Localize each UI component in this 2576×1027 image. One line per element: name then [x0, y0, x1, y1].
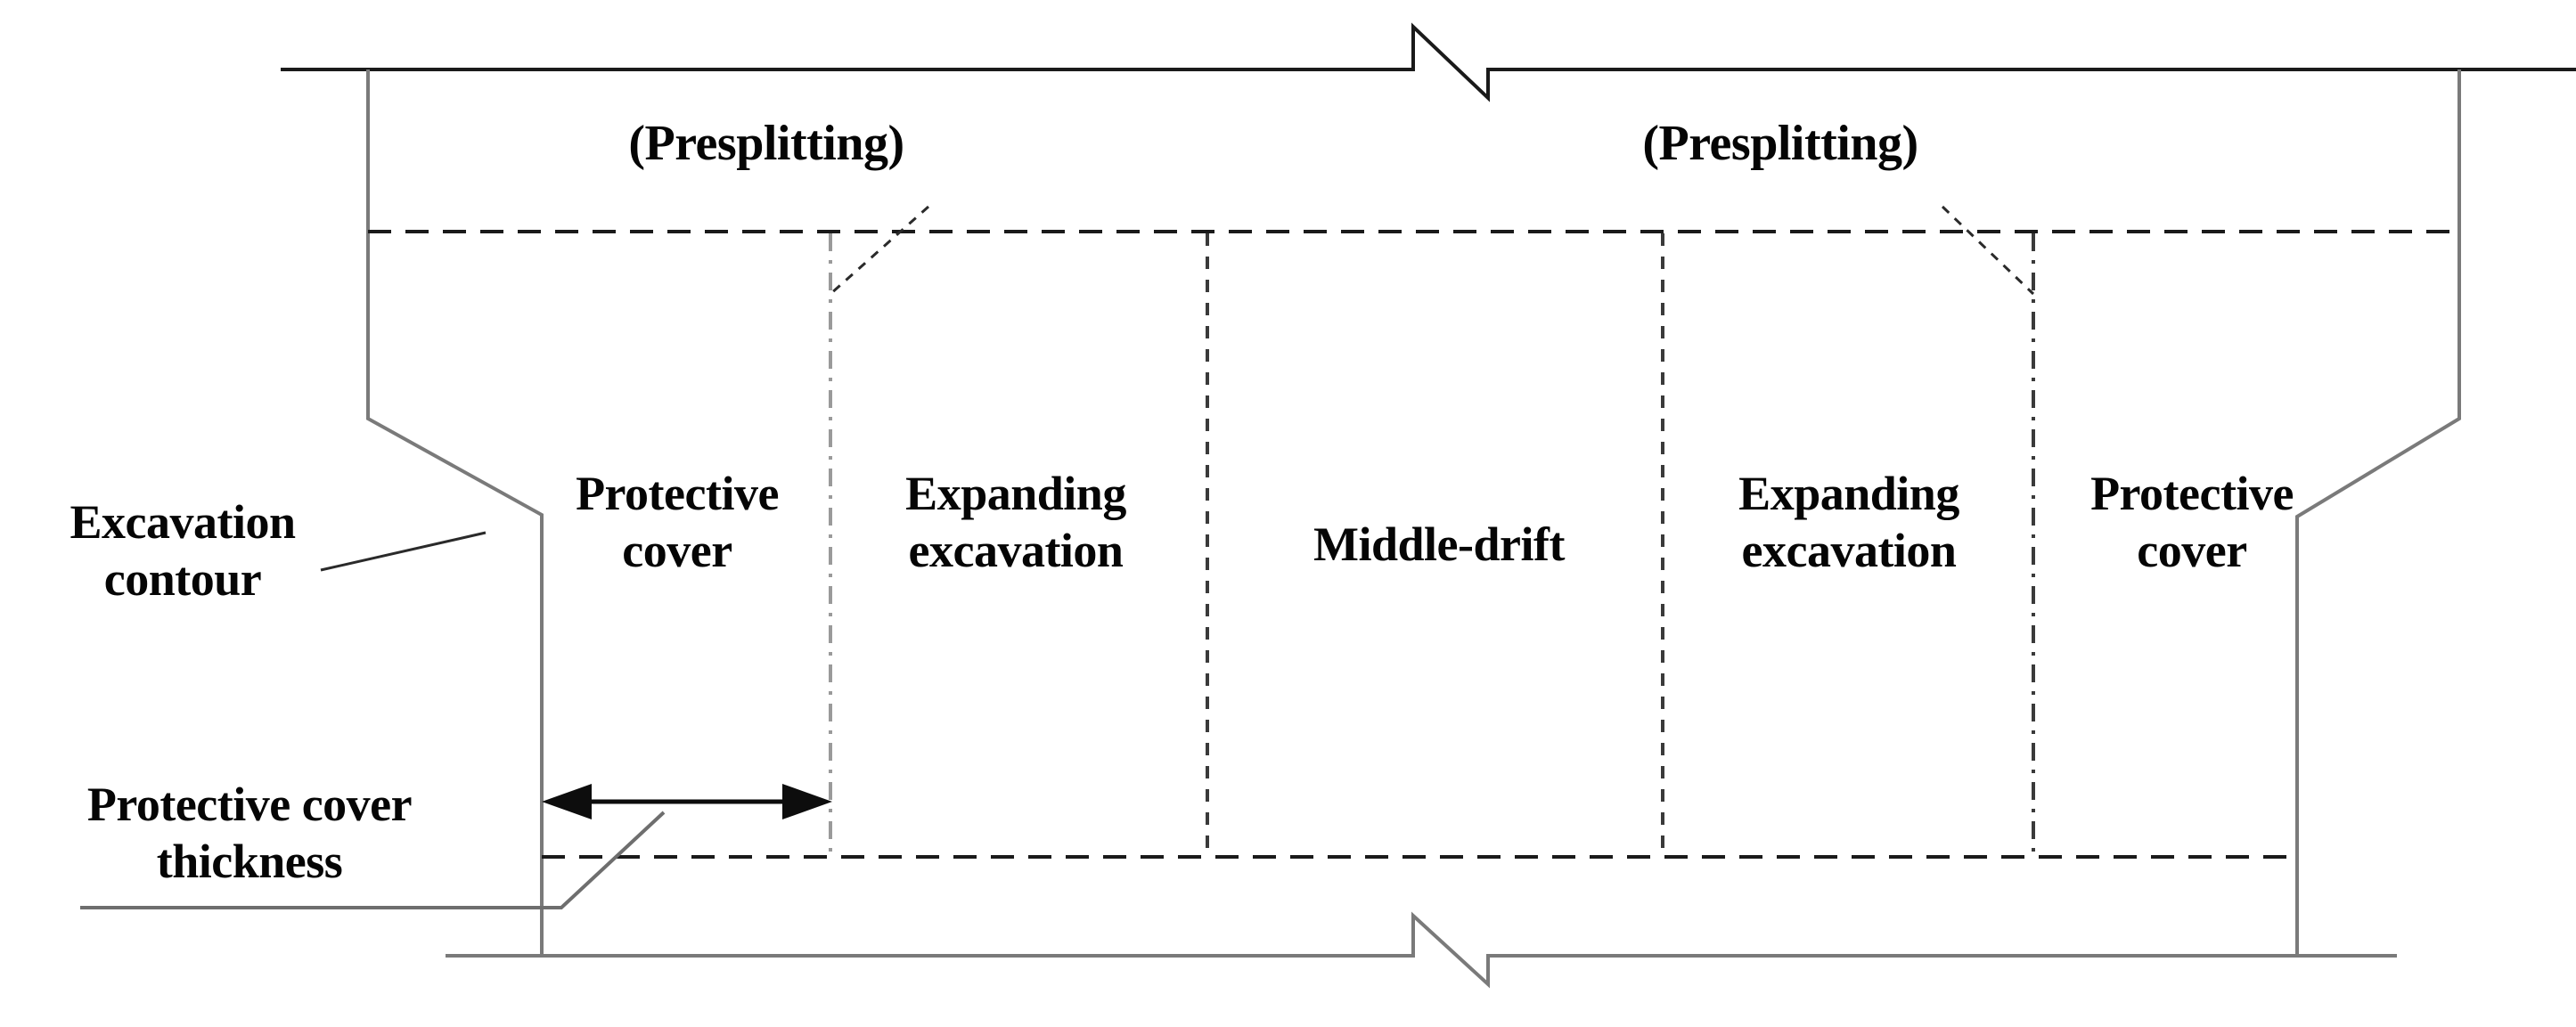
right-excavation-contour	[2295, 69, 2461, 956]
zone-label-expanding-excavation-right: Expanding excavation	[1738, 467, 1959, 577]
presplitting-leader-left	[830, 205, 929, 296]
bottom-surface-line	[446, 911, 2397, 989]
presplitting-label-left: (Presplitting)	[628, 116, 904, 171]
presplitting-label-right: (Presplitting)	[1642, 116, 1918, 171]
zone-label-protective-cover-left: Protective cover	[576, 467, 779, 577]
zone-label-protective-cover-right: Protective cover	[2090, 467, 2294, 577]
top-surface-line	[281, 22, 2576, 102]
excavation-contour-leader	[320, 531, 487, 572]
callout-excavation-contour: Excavation contour	[70, 495, 296, 606]
presplitting-leader-right	[1941, 205, 2035, 296]
zone-label-middle-drift: Middle-drift	[1313, 518, 1565, 571]
zone-label-expanding-excavation-left: Expanding excavation	[905, 467, 1126, 577]
left-excavation-contour	[366, 69, 544, 956]
protective-cover-thickness-dimension-arrow	[542, 784, 832, 819]
protective-cover-thickness-leader	[80, 811, 666, 909]
callout-protective-cover-thickness: Protective cover thickness	[86, 778, 413, 888]
